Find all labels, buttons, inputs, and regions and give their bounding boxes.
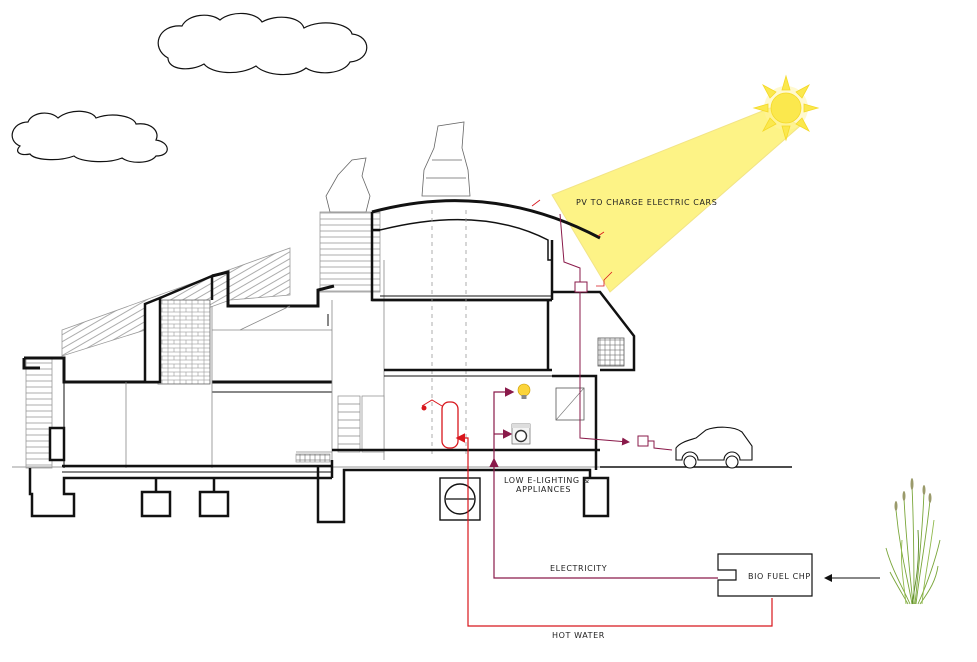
hot-water-line: [455, 433, 773, 627]
building-section: [22, 121, 636, 524]
sun-icon: [752, 74, 820, 142]
lighting-label-line2: APPLIANCES: [516, 485, 571, 494]
grass-icon: [885, 485, 941, 605]
electricity-line: [489, 457, 718, 579]
cloud-icon: [157, 12, 368, 76]
electric-car-icon: [675, 426, 753, 469]
electricity-label: ELECTRICITY: [550, 564, 607, 573]
pv-to-car-line: [559, 213, 630, 446]
washing-machine-icon: [511, 423, 531, 445]
pv-label: PV TO CHARGE ELECTRIC CARS: [576, 198, 717, 207]
biofuel-chp-unit: [717, 553, 813, 597]
lighting-label-line1: LOW E-LIGHTING &: [504, 476, 590, 485]
hot-water-cylinder: [421, 399, 459, 449]
lightbulb-icon: [517, 383, 531, 399]
fan-icon: [439, 477, 481, 521]
hot-water-label: HOT WATER: [552, 631, 605, 640]
cloud-icon: [11, 110, 168, 163]
biofuel-label: BIO FUEL CHP: [748, 572, 811, 581]
